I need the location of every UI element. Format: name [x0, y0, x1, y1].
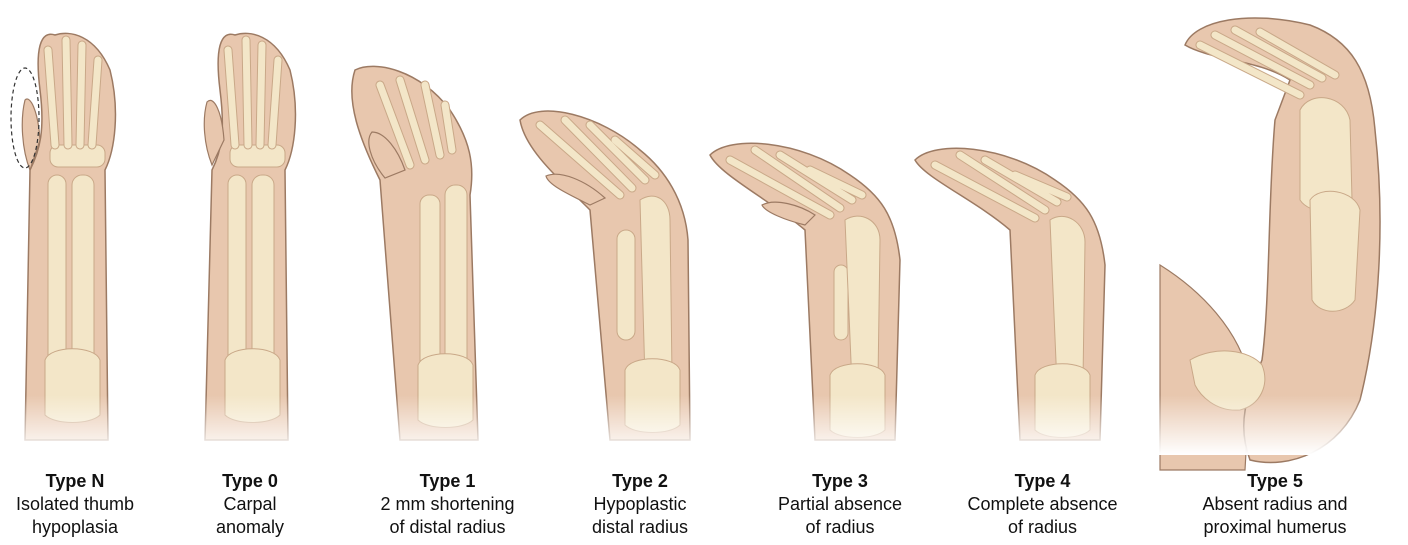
caption-line: 2 mm shortening — [355, 493, 540, 516]
caption-title: Type 0 — [180, 470, 320, 493]
caption-type-0: Type 0 Carpal anomaly — [180, 470, 320, 539]
caption-title: Type 2 — [565, 470, 715, 493]
caption-line: of radius — [755, 516, 925, 539]
caption-line: Partial absence — [755, 493, 925, 516]
caption-line: hypoplasia — [0, 516, 150, 539]
arm-type-0 — [204, 33, 295, 440]
caption-title: Type 1 — [355, 470, 540, 493]
caption-title: Type 4 — [945, 470, 1140, 493]
caption-title: Type 3 — [755, 470, 925, 493]
caption-type-5: Type 5 Absent radius and proximal humeru… — [1175, 470, 1375, 539]
caption-type-3: Type 3 Partial absence of radius — [755, 470, 925, 539]
arm-type-2 — [520, 111, 690, 440]
caption-type-4: Type 4 Complete absence of radius — [945, 470, 1140, 539]
caption-title: Type 5 — [1175, 470, 1375, 493]
arm-type-n — [11, 33, 115, 440]
caption-type-1: Type 1 2 mm shortening of distal radius — [355, 470, 540, 539]
caption-line: of distal radius — [355, 516, 540, 539]
caption-line: Absent radius and — [1175, 493, 1375, 516]
caption-type-2: Type 2 Hypoplastic distal radius — [565, 470, 715, 539]
caption-line: Complete absence — [945, 493, 1140, 516]
caption-line: anomaly — [180, 516, 320, 539]
caption-line: Hypoplastic — [565, 493, 715, 516]
caption-line: of radius — [945, 516, 1140, 539]
caption-line: Carpal — [180, 493, 320, 516]
caption-line: proximal humerus — [1175, 516, 1375, 539]
caption-type-n: Type N Isolated thumb hypoplasia — [0, 470, 150, 539]
caption-title: Type N — [0, 470, 150, 493]
caption-line: distal radius — [565, 516, 715, 539]
caption-line: Isolated thumb — [0, 493, 150, 516]
arm-type-1 — [352, 66, 478, 440]
